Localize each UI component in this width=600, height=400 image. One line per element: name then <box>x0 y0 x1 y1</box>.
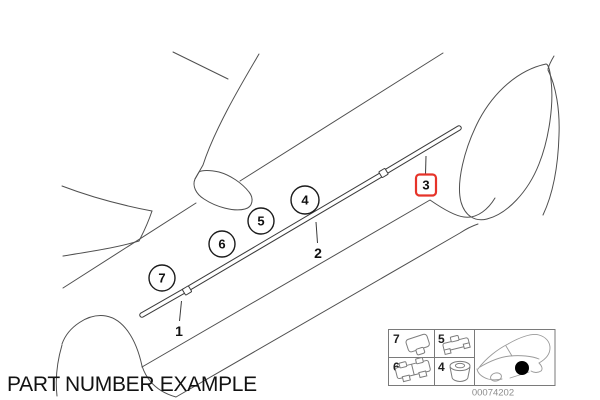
callouts: 1 2 3 4 5 6 7 <box>148 173 438 339</box>
thumb-windshield-line <box>505 345 513 357</box>
callout-circle-4[interactable]: 4 <box>290 185 320 215</box>
callout-label-2[interactable]: 2 <box>314 245 322 261</box>
rear-wheel-arch <box>61 315 143 367</box>
molding-strip-3[interactable] <box>384 125 462 174</box>
double-retainer-clip-icon <box>394 357 431 383</box>
thumb-front-wheel <box>490 372 502 382</box>
callout-label-7: 7 <box>158 271 165 286</box>
beltline <box>239 52 444 182</box>
callout-label-1[interactable]: 1 <box>175 323 183 339</box>
a-pillar-line <box>194 53 260 180</box>
thumb-beltline <box>479 355 540 368</box>
inset-cell-label-5: 5 <box>438 332 445 346</box>
inset-box: 7 5 6 <box>388 329 556 399</box>
callout-label-6: 6 <box>218 237 225 252</box>
highlight-box <box>414 173 438 197</box>
thumb-front-bumper <box>476 368 503 381</box>
molding-strip-2[interactable] <box>187 172 383 291</box>
rear-lower-edge <box>55 344 63 397</box>
molding-clip-joint-1 <box>182 285 192 296</box>
molding-strip-1[interactable] <box>139 288 187 318</box>
molding-clip-joint-2 <box>378 168 389 178</box>
inset-cell-label-4: 4 <box>438 360 445 374</box>
location-marker-dot[interactable] <box>515 361 529 375</box>
car-outline <box>55 51 560 398</box>
callout-label-5: 5 <box>257 214 264 229</box>
door-mirror <box>193 170 253 211</box>
rear-deck-line <box>62 202 197 289</box>
rear-quarter-lower-line <box>62 210 153 257</box>
thumb-roof-line <box>477 334 551 370</box>
inset-cell-5[interactable]: 5 <box>438 332 471 356</box>
callout-circle-5[interactable]: 5 <box>247 207 275 235</box>
inset-cell-label-6: 6 <box>393 360 400 374</box>
thumb-rear-edge <box>530 362 543 373</box>
grommet-icon <box>449 360 471 383</box>
callout-label-4: 4 <box>301 193 309 208</box>
car-location-thumbnail <box>476 334 551 382</box>
page-title: PART NUMBER EXAMPLE <box>7 373 257 396</box>
front-edge-line <box>542 69 560 216</box>
inset-cell-7[interactable]: 7 <box>393 332 432 357</box>
inset-cell-6[interactable]: 6 <box>393 356 432 383</box>
leader-line-3 <box>425 155 427 175</box>
molding-strips <box>139 125 462 318</box>
door-bottom-line <box>141 197 496 368</box>
inset-cell-4[interactable]: 4 <box>438 360 471 383</box>
hood-stub-line <box>547 55 555 70</box>
callout-box-3[interactable]: 3 <box>414 173 438 197</box>
inset-cell-label-7: 7 <box>393 332 400 346</box>
roof-line <box>172 51 229 80</box>
cover-clip-icon <box>405 333 430 356</box>
sill-bottom-line <box>141 223 479 398</box>
image-number-caption: 00074202 <box>472 388 514 399</box>
retainer-clip-icon <box>442 334 471 356</box>
rear-quarter-upper-line <box>61 185 153 212</box>
leader-lines <box>179 155 427 322</box>
leader-line-1 <box>179 300 182 322</box>
callout-circle-7[interactable]: 7 <box>148 264 176 292</box>
leader-line-2 <box>315 221 318 244</box>
callout-label-3: 3 <box>422 178 429 193</box>
front-wheel-arch <box>459 63 553 221</box>
callout-circle-6[interactable]: 6 <box>208 230 236 258</box>
